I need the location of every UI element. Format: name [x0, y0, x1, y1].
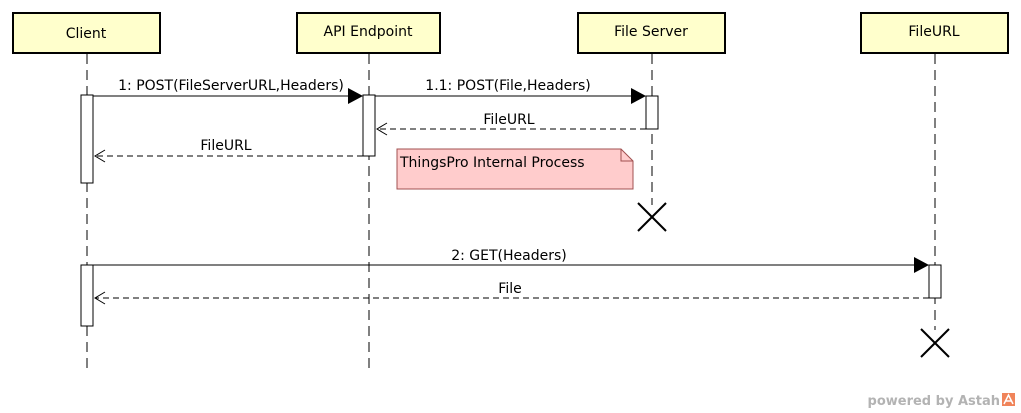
note-fold: [620, 149, 633, 162]
participant-box: [12, 12, 161, 54]
watermark-text: powered by Astah: [868, 394, 1000, 409]
arrowhead-filled: [348, 88, 363, 104]
activation-bar-file-server: [645, 95, 659, 130]
watermark: powered by Astah: [868, 393, 1015, 409]
arrowhead-open: [94, 291, 106, 305]
activation-bar-fileurl: [928, 264, 942, 299]
activation-bar-client-1: [80, 94, 94, 184]
activation-bar-client-2: [80, 264, 94, 327]
message-2: 2: GET(Headers): [93, 248, 929, 273]
message-1: 1: POST(FileServerURL,Headers): [93, 78, 363, 104]
message-label: 1: POST(FileServerURL,Headers): [118, 78, 344, 94]
message-label: FileURL: [200, 138, 251, 154]
participant-file-server: File Server: [577, 12, 726, 54]
arrowhead-open: [376, 122, 388, 136]
arrowhead-open: [94, 149, 106, 163]
participant-box: [860, 12, 1009, 54]
return-file-to-client: File: [94, 281, 929, 305]
astah-logo-icon: [1002, 393, 1015, 406]
message-label: File: [498, 281, 521, 297]
participant-name: Client: [66, 26, 107, 42]
note-text: ThingsPro Internal Process: [399, 155, 585, 171]
note-shape: [396, 148, 634, 190]
return-fileurl-to-client: FileURL: [94, 138, 363, 163]
destroy-marker-file-server: [637, 202, 667, 232]
destroy-marker-fileurl: [920, 328, 950, 358]
message-label: FileURL: [483, 112, 534, 128]
note: ThingsPro Internal Process: [396, 148, 634, 190]
message-label: 2: GET(Headers): [451, 248, 567, 264]
participant-client: Client: [12, 12, 161, 54]
arrowhead-filled: [631, 88, 646, 104]
participant-api-endpoint: API Endpoint: [296, 12, 441, 54]
arrowhead-filled: [914, 257, 929, 273]
participant-name: File Server: [614, 24, 688, 40]
message-1-1: 1.1: POST(File,Headers): [375, 78, 646, 104]
participant-name: API Endpoint: [324, 24, 413, 40]
participant-box: [296, 12, 441, 54]
message-label: 1.1: POST(File,Headers): [425, 78, 590, 94]
return-fileurl-to-api: FileURL: [376, 112, 646, 136]
participant-name: FileURL: [908, 24, 959, 40]
participant-box: [577, 12, 726, 54]
activation-bar-api-endpoint: [362, 94, 376, 157]
participant-fileurl: FileURL: [860, 12, 1009, 54]
